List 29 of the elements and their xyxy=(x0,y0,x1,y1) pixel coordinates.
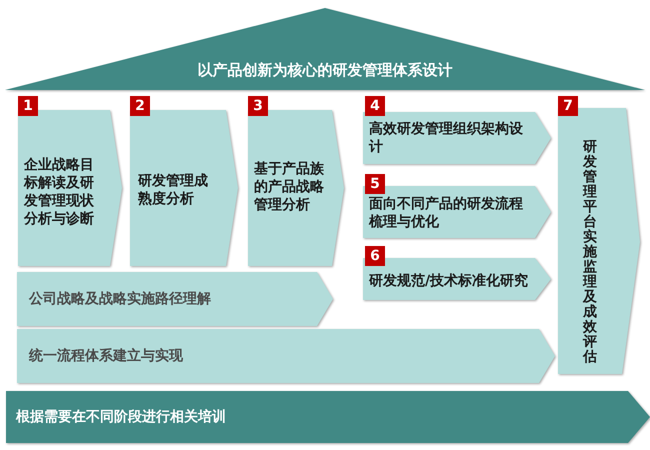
step-text: 面向不同产品的研发流程梳理与优化 xyxy=(369,195,524,231)
chevron-panel xyxy=(363,96,551,164)
band-text: 公司战略及战略实施路径理解 xyxy=(29,290,211,308)
tall-chevron-panel xyxy=(558,96,642,376)
chevron-panel xyxy=(18,96,122,266)
chevron-panel xyxy=(363,246,551,300)
arrow-band xyxy=(17,272,333,326)
step-text: 基于产品族的产品战略管理分析 xyxy=(254,160,325,214)
arrow-band xyxy=(6,391,650,443)
step-text: 高效研发管理组织架构设计 xyxy=(369,120,524,156)
step-text: 企业战略目标解读及研发管理现状分析与诊断 xyxy=(24,156,95,228)
step-text: 研发规范/技术标准化研究 xyxy=(369,272,528,290)
step-text: 研发管理成熟度分析 xyxy=(138,172,209,208)
band-text: 根据需要在不同阶段进行相关培训 xyxy=(16,408,226,426)
arrow-band xyxy=(17,329,555,383)
chevron-panel xyxy=(363,174,551,238)
chevron-panel xyxy=(130,96,238,266)
number-tag: 1 xyxy=(18,96,38,116)
number-tag: 4 xyxy=(365,96,385,116)
number-tag: 2 xyxy=(130,96,150,116)
chevron-panel xyxy=(248,96,344,266)
roof-banner xyxy=(5,8,645,92)
band-text: 统一流程体系建立与实现 xyxy=(29,347,183,365)
number-tag: 5 xyxy=(365,174,385,194)
roof-title: 以产品创新为核心的研发管理体系设计 xyxy=(198,61,452,79)
number-tag: 7 xyxy=(558,96,578,116)
step-text: 研发管理平台实施监理及成效评估 xyxy=(582,140,598,365)
number-tag: 3 xyxy=(248,96,268,116)
number-tag: 6 xyxy=(365,246,385,266)
